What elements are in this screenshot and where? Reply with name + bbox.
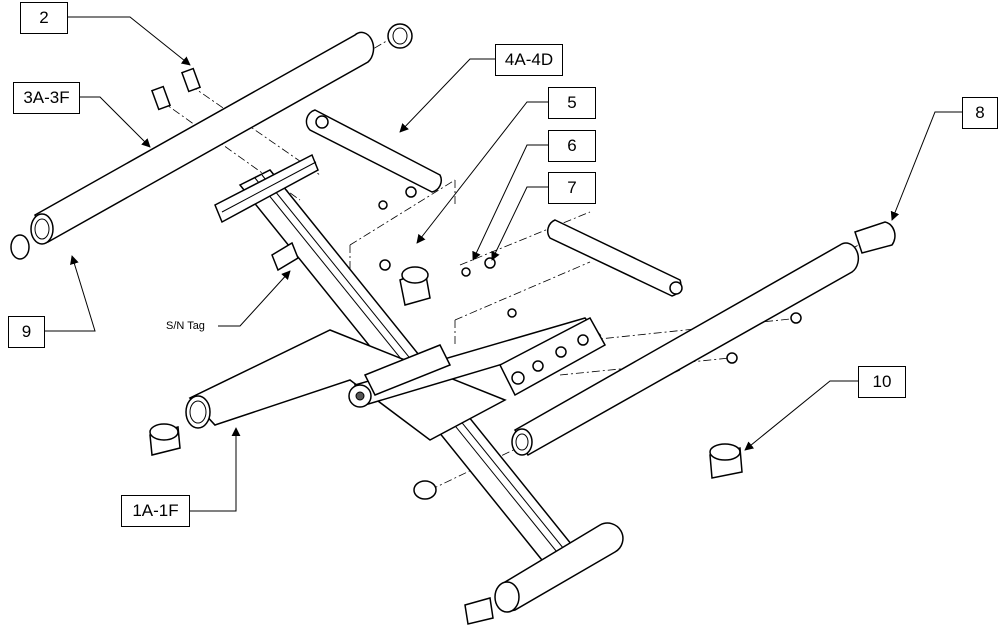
callout-9: 9 <box>8 316 45 348</box>
callout-5: 5 <box>548 87 596 119</box>
callout-3A-3F: 3A-3F <box>13 82 80 114</box>
callout-8: 8 <box>962 97 998 129</box>
main-frame <box>185 153 624 613</box>
upper-tube-3A-3F <box>10 23 413 260</box>
link-arms <box>305 109 683 297</box>
callout-2: 2 <box>20 2 68 34</box>
callout-10: 10 <box>858 366 906 398</box>
leader-lines <box>45 16 962 512</box>
callout-1A-1F: 1A-1F <box>121 495 190 527</box>
side-tube <box>511 221 896 457</box>
sn-tag-label: S/N Tag <box>166 320 205 332</box>
callout-4A-4D: 4A-4D <box>495 44 563 76</box>
hardware <box>149 67 802 625</box>
callout-6: 6 <box>548 130 596 162</box>
callout-7: 7 <box>548 172 596 204</box>
